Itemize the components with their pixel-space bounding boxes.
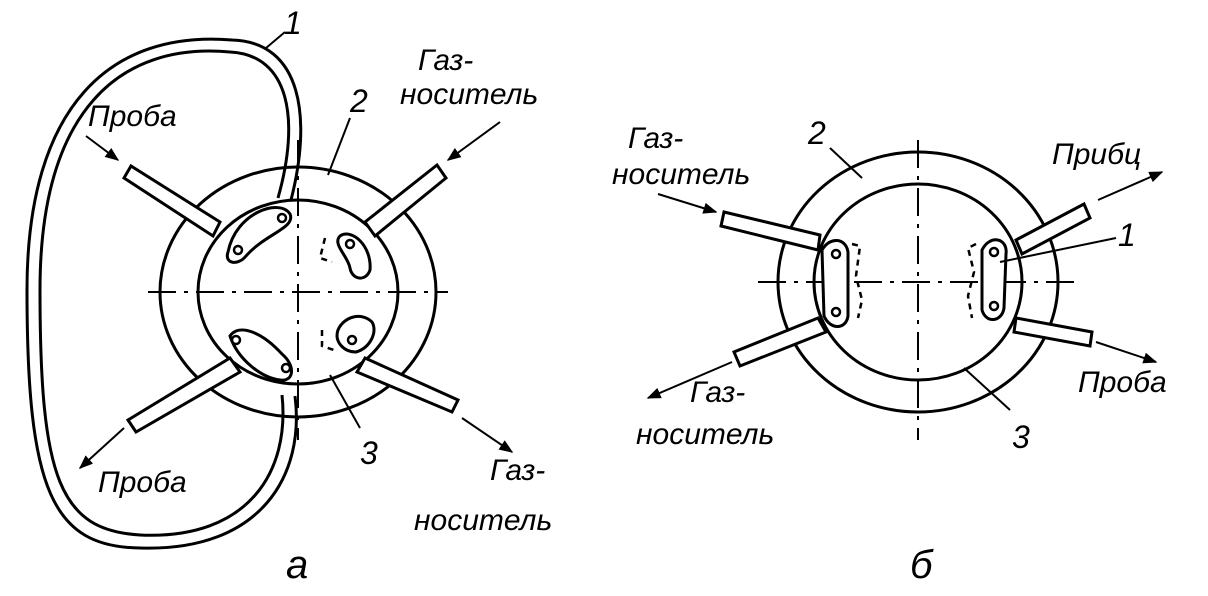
channel-dashed-right-b: [966, 242, 977, 319]
leader-1-b: [999, 237, 1117, 263]
arrow-sample-out-a: [78, 427, 125, 469]
channel-dashed-lower-a: [320, 330, 335, 352]
label-sample-out-b: Прибц: [1052, 138, 1141, 171]
port-tube-lower-left-b: [732, 316, 829, 368]
channel-upper-left-a: [225, 206, 293, 264]
channel-right-b: [980, 238, 1008, 321]
arrow-sample-in-a: [85, 135, 120, 161]
leader-2-a: [327, 117, 351, 176]
bolt-hole-a4: [280, 362, 292, 374]
label-sample-top-a: Проба: [88, 100, 177, 133]
port-tube-upper-left-a: [121, 163, 222, 239]
label-1-a: 1: [284, 5, 302, 41]
port-tube-upper-right-a: [362, 162, 449, 239]
bolt-hole-a2: [276, 212, 288, 224]
label-gas-out-b-1: Газ-: [690, 376, 745, 409]
bolt-hole-b2: [830, 306, 842, 318]
label-sample-in-b: Проба: [1078, 366, 1167, 399]
bolt-hole-a6: [346, 334, 358, 346]
port-tube-lower-right-a: [354, 356, 461, 414]
label-gas-in-a-2: носитель: [400, 78, 538, 111]
figure-a: 1 2 3 Проба Проба Газ- носитель Газ- нос…: [25, 5, 552, 587]
bolt-hole-b3: [988, 246, 1000, 258]
arrow-sample-out-b: [1097, 171, 1164, 201]
port-tube-lower-left-a: [125, 355, 243, 435]
caption-b: б: [910, 543, 934, 587]
label-gas-in-b-2: носитель: [612, 158, 750, 191]
bolt-hole-a5: [344, 238, 356, 250]
label-2-a: 2: [349, 83, 368, 119]
channel-lower-right-a: [335, 314, 376, 354]
label-3-b: 3: [1012, 419, 1030, 455]
caption-a: а: [286, 543, 308, 587]
channel-lower-left-a: [228, 328, 293, 382]
port-tube-upper-right-b: [1014, 201, 1092, 257]
label-1-b: 1: [1118, 217, 1136, 253]
label-gas-out-b-2: носитель: [636, 418, 774, 451]
leader-1-a: [265, 31, 286, 49]
bolt-hole-a3: [230, 334, 242, 346]
label-gas-in-a-1: Газ-: [418, 44, 473, 77]
label-3-a: 3: [360, 435, 378, 471]
arrow-gas-in-b: [657, 193, 718, 214]
arrow-gas-out-a: [461, 417, 514, 453]
leader-2-b: [829, 147, 863, 179]
bolt-hole-b1: [830, 248, 842, 260]
sample-loop-tube: [25, 37, 303, 550]
label-gas-out-a-1: Газ-: [490, 454, 545, 487]
label-gas-out-a-2: носитель: [414, 504, 552, 537]
leader-3-b: [963, 367, 1011, 411]
bolt-hole-a1: [232, 244, 244, 256]
channel-dashed-upper-a: [318, 237, 333, 264]
port-tube-lower-right-b: [1012, 316, 1094, 348]
leader-3-a: [329, 374, 361, 429]
label-sample-bottom-a: Проба: [98, 466, 187, 499]
arrow-gas-in-a: [446, 121, 501, 161]
channel-dashed-left-b: [851, 242, 864, 319]
arrow-gas-out-b: [646, 361, 733, 399]
figure-b: 1 2 3 Газ- носитель Газ- носитель Прибц …: [612, 115, 1167, 587]
arrow-sample-in-b: [1095, 341, 1158, 364]
channel-left-b: [820, 239, 850, 328]
port-tube-upper-left-b: [719, 210, 822, 252]
label-gas-in-b-1: Газ-: [628, 122, 683, 155]
bolt-hole-b4: [988, 300, 1000, 312]
label-2-b: 2: [807, 115, 826, 151]
